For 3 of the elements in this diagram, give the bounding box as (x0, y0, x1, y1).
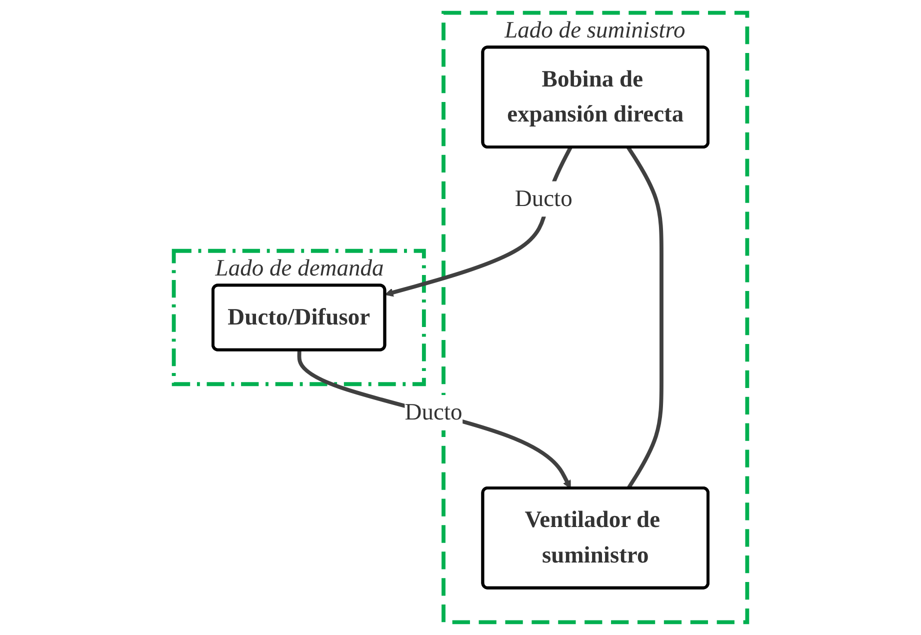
arrow (384, 146, 572, 297)
arrow (297, 350, 571, 489)
edge-label: Ducto (514, 186, 572, 212)
